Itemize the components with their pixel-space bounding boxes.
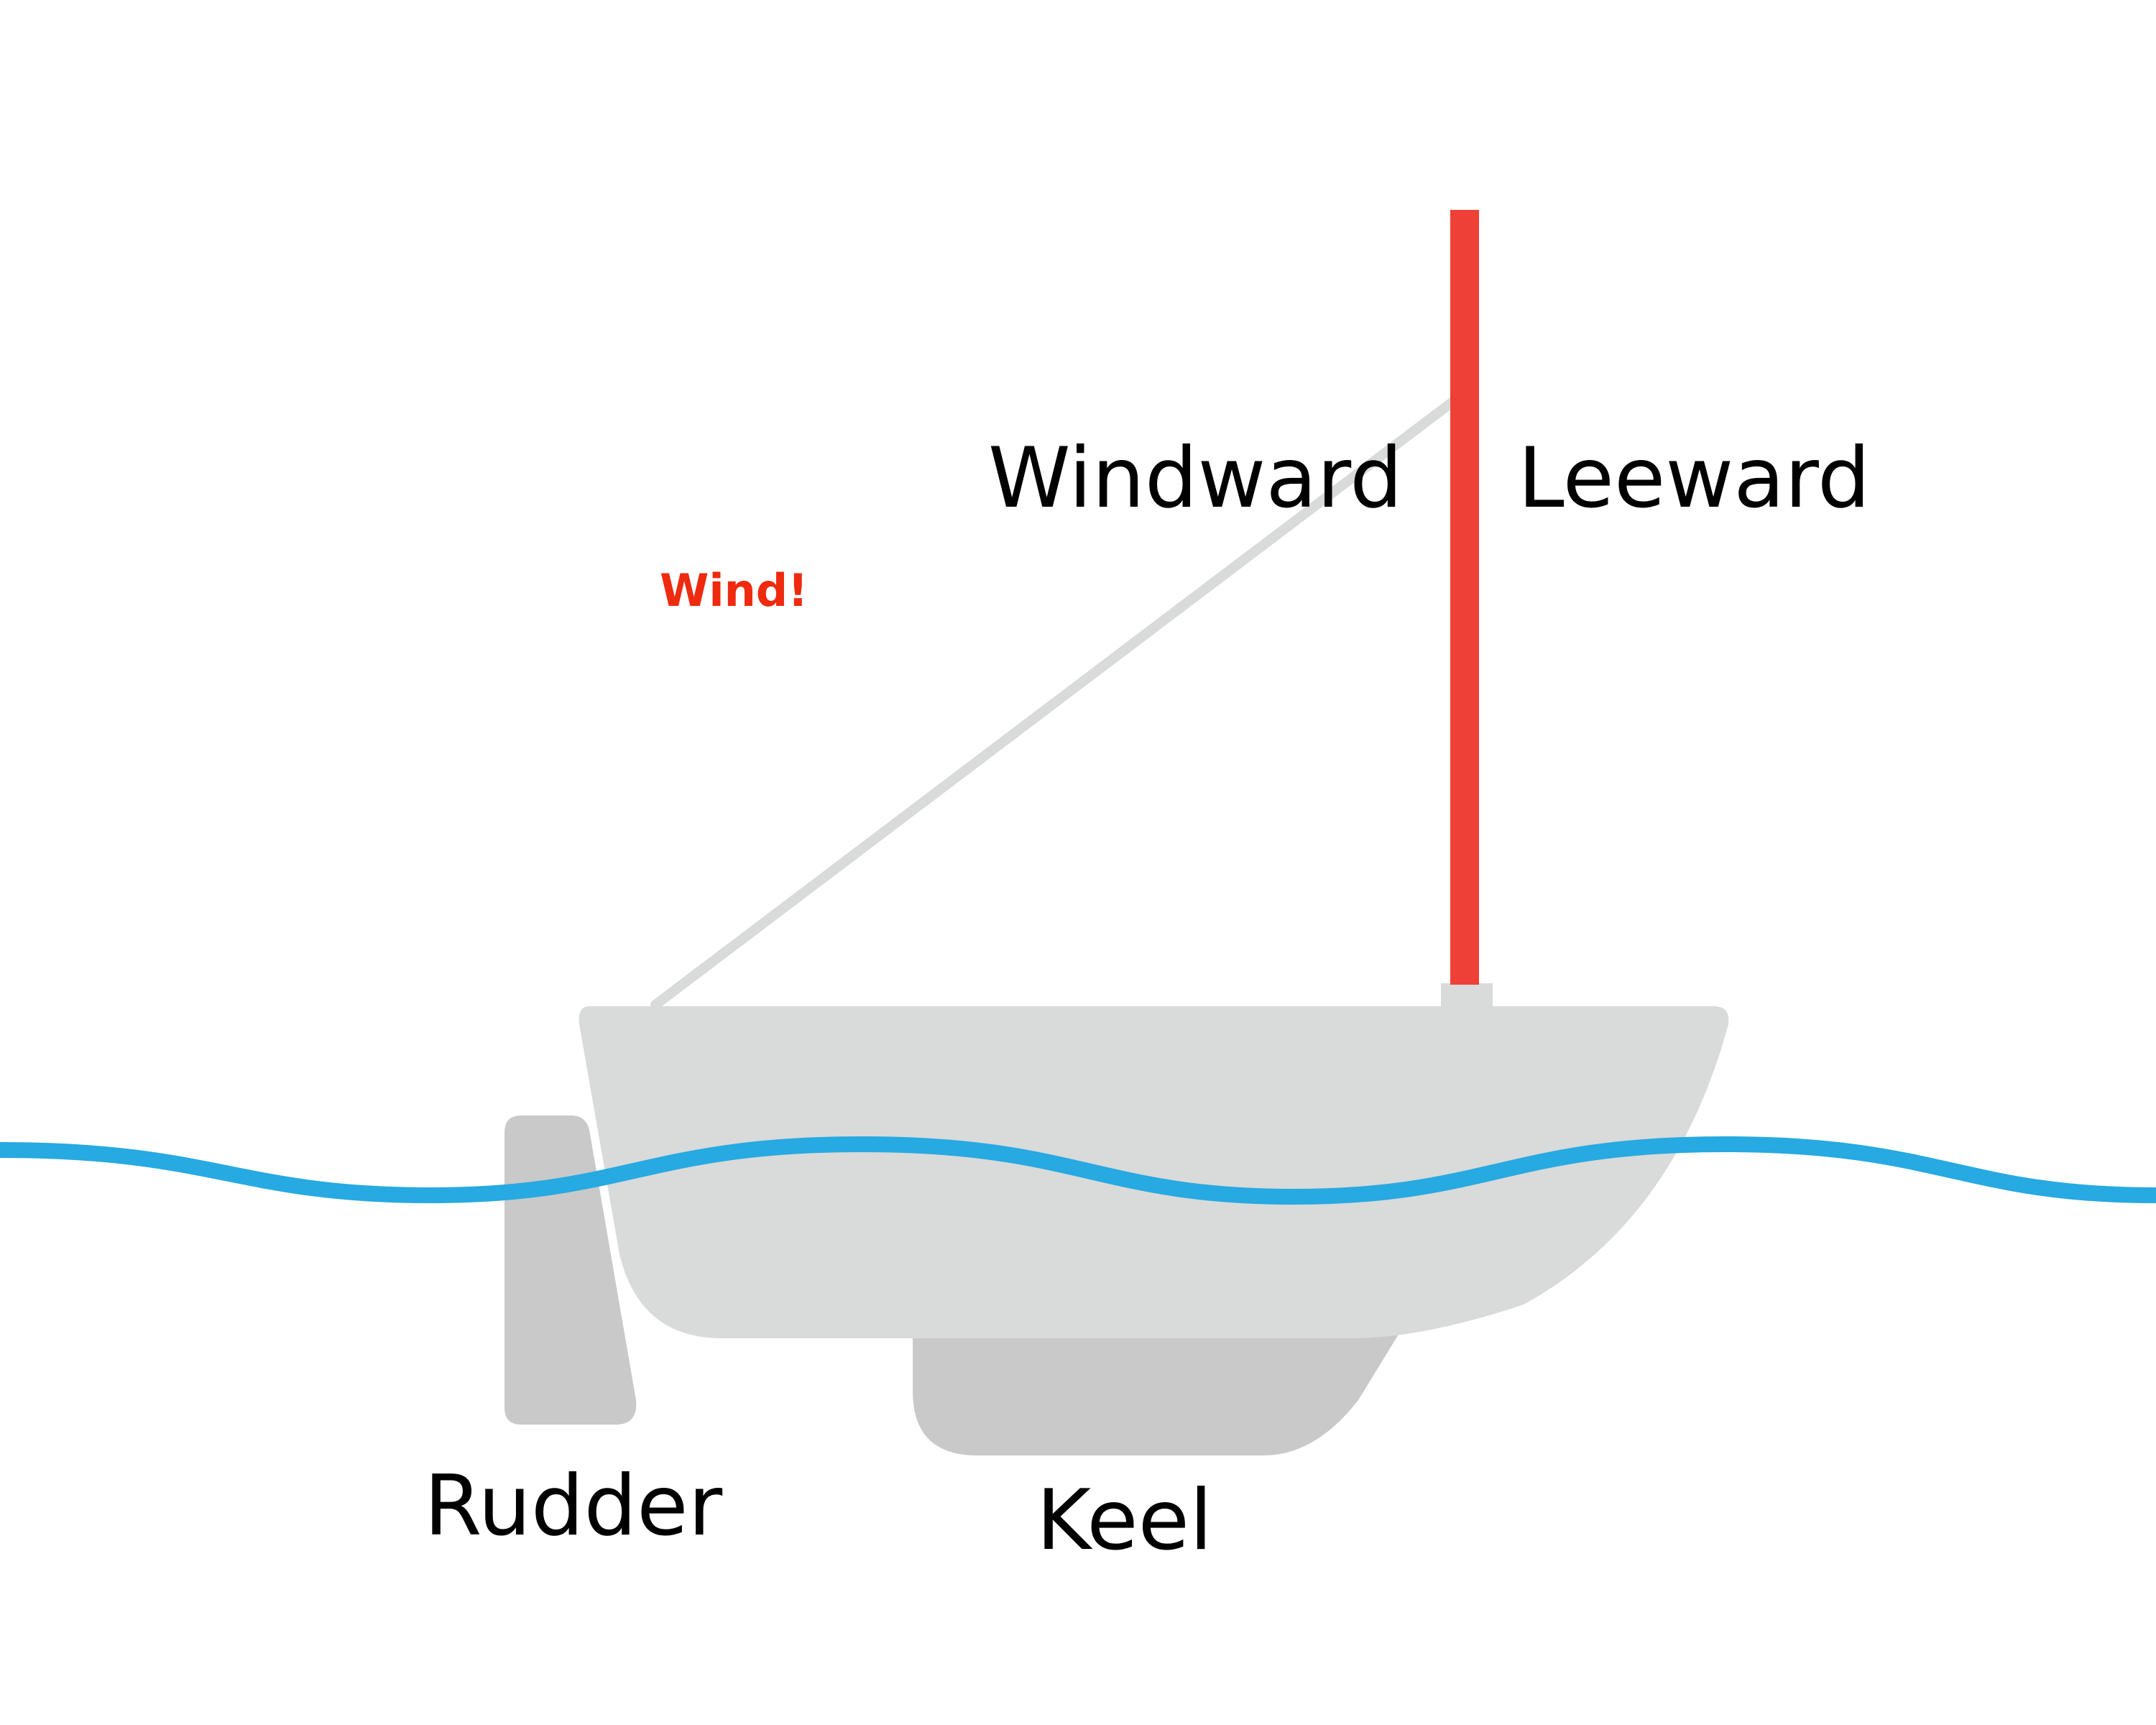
leeward-label: Leeward	[1518, 430, 1871, 527]
rudder-label: Rudder	[424, 1458, 723, 1555]
keel-shape	[913, 1330, 1401, 1455]
mast	[1450, 210, 1479, 985]
windward-label: Windward	[988, 430, 1403, 527]
keel-label: Keel	[1036, 1472, 1212, 1569]
water-line	[0, 1136, 2156, 1205]
wind-label: Wind!	[660, 564, 808, 617]
stay-line	[650, 397, 1457, 1010]
mast-step	[1441, 983, 1493, 1009]
hull-shape	[579, 1006, 1729, 1338]
